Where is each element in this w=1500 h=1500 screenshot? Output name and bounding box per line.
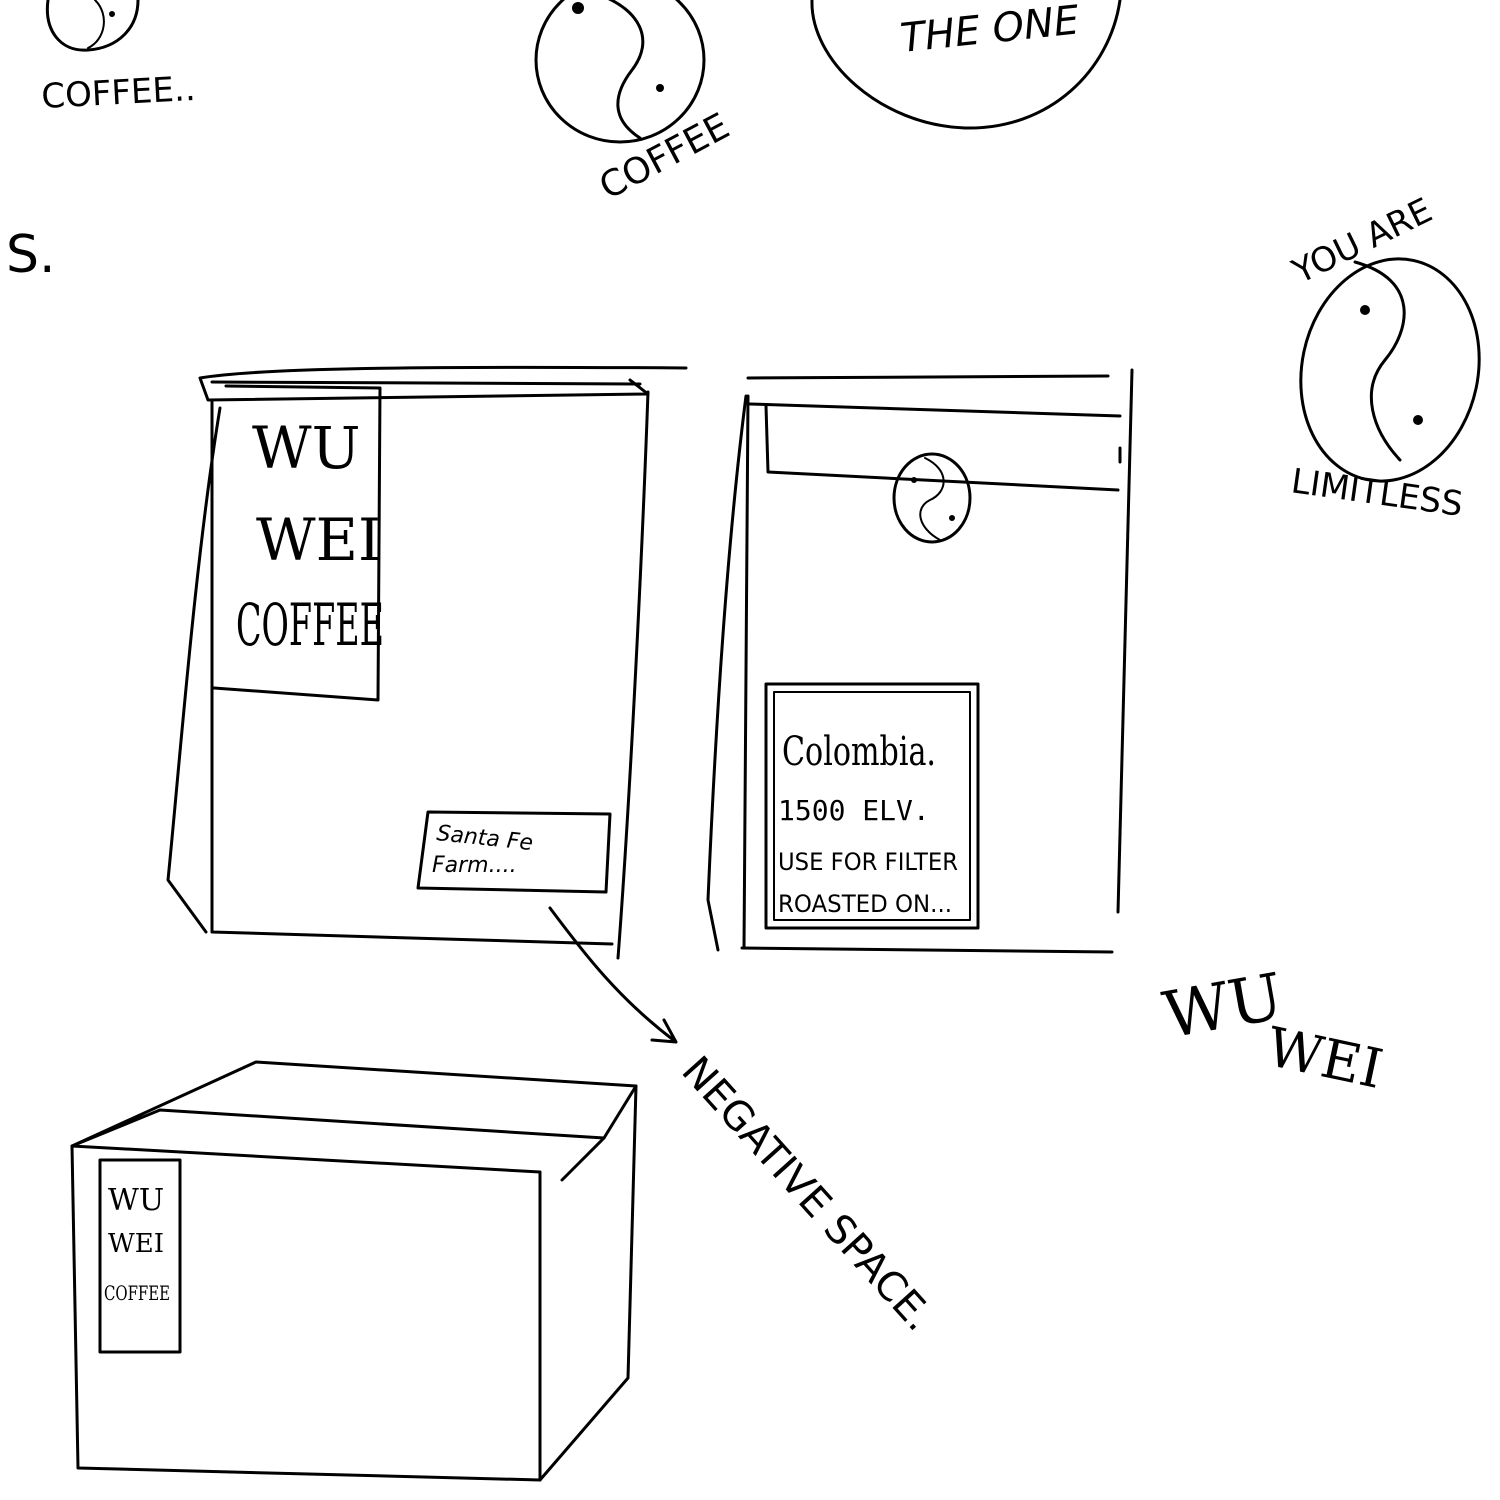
bag-back-seal-swirl: [919, 457, 945, 541]
logo-right-caption-bottom: LIMITLESS: [1289, 461, 1466, 525]
box-label-line-2: WEI: [108, 1229, 164, 1259]
logo-right: YOU ARE LIMITLESS: [1286, 190, 1481, 525]
box-label-line-1: WU: [108, 1183, 164, 1218]
logo-small-mid: COFFEE: [534, 0, 736, 208]
bag-back-label-line-4: ROASTED ON...: [778, 890, 952, 918]
brand-scribble: WU WEI: [1158, 960, 1388, 1101]
bag-back-outline: [740, 368, 1134, 954]
bag-back-label: [764, 682, 980, 930]
logo-small-left: COFFEE..: [40, 0, 196, 117]
bag-front-small-label-line-1: Santa Fe: [435, 821, 534, 856]
negative-space-annotation: NEGATIVE SPACE.: [548, 906, 942, 1340]
bag-front-body: [210, 390, 650, 960]
fragment-text: S.: [6, 225, 56, 285]
brand-scribble-second: WEI: [1261, 1015, 1388, 1101]
logo-small-left-caption: COFFEE..: [40, 69, 196, 117]
box-side-face: [538, 1084, 638, 1482]
box-label-line-3: COFFEE: [104, 1281, 170, 1305]
box-label: [98, 1158, 182, 1354]
logo-small-left-circle: [45, 0, 140, 52]
bag-front: WU WEI COFFEE Santa Fe Farm....: [166, 365, 688, 960]
box: WU WEI COFFEE: [70, 1060, 638, 1482]
bag-front-small-label-line-2: Farm....: [432, 853, 517, 878]
logo-right-caption-top: YOU ARE: [1286, 190, 1439, 292]
logo-right-circle: [1299, 257, 1481, 483]
logo-large-top: THE ONE: [810, 0, 1122, 130]
bag-back-label-line-3: USE FOR FILTER: [778, 848, 958, 876]
annotation-arrow: [548, 906, 678, 1044]
bag-back-seal: [892, 452, 972, 544]
bag-back-gusset: [706, 394, 748, 952]
logo-large-top-caption: THE ONE: [898, 0, 1082, 62]
logo-small-left-swirl: [87, 0, 105, 49]
bag-front-label-line-2: WEI: [256, 506, 381, 574]
bag-front-top-fold: [198, 365, 688, 402]
bag-back-label-line-1: Colombia.: [782, 729, 936, 775]
bag-back-fold: [748, 402, 1122, 492]
annotation-text: NEGATIVE SPACE.: [673, 1048, 942, 1340]
box-top-face: [70, 1060, 638, 1148]
bag-front-label-line-1: WU: [252, 414, 361, 482]
bag-back-label-line-2: 1500 ELV.: [778, 794, 930, 827]
logo-large-top-circle: [810, 0, 1122, 130]
bag-front-small-label: [416, 810, 612, 894]
bag-back: Colombia. 1500 ELV. USE FOR FILTER ROAST…: [706, 368, 1134, 954]
logo-small-mid-caption: COFFEE: [593, 106, 736, 208]
logo-right-swirl: [1353, 260, 1406, 462]
bag-front-main-label: [212, 384, 382, 702]
bag-front-gusset: [166, 406, 222, 934]
logo-small-mid-circle: [534, 0, 706, 144]
logo-small-mid-swirl: [607, 0, 645, 140]
bag-front-label-line-3: COFFEE: [236, 591, 384, 659]
bag-back-label-inner: [773, 691, 971, 921]
